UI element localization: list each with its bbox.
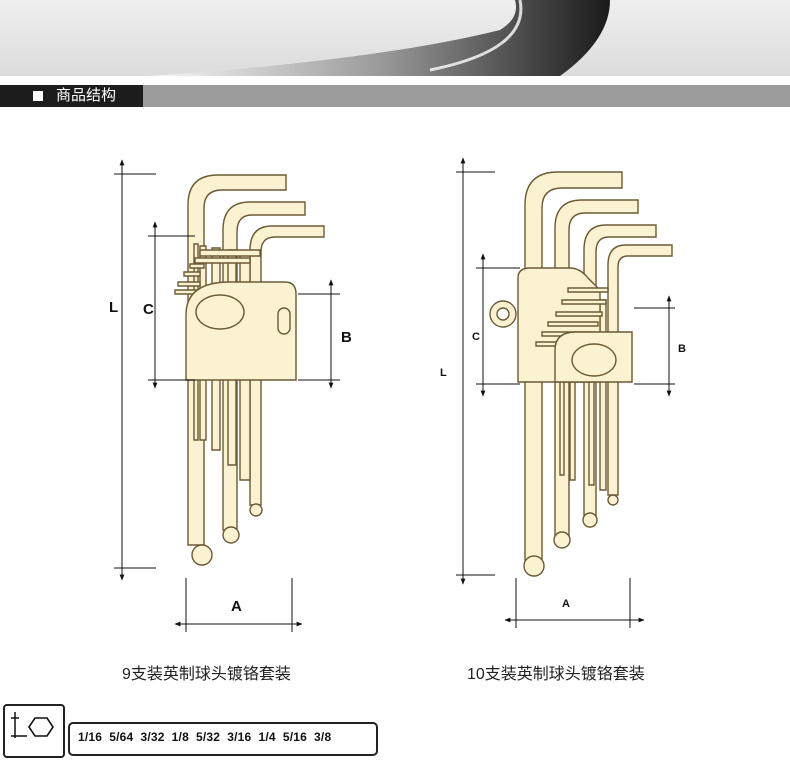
dim-label-B-right: B bbox=[678, 343, 686, 355]
right-caption: 10支装英制球头镀铬套装 bbox=[467, 666, 645, 683]
dim-label-A-right: A bbox=[562, 598, 570, 610]
left-caption: 9支装英制球头镀铬套装 bbox=[122, 666, 291, 683]
dim-label-L: L bbox=[109, 299, 118, 316]
dim-label-L-right: L bbox=[440, 367, 447, 379]
dim-label-C: C bbox=[143, 301, 154, 318]
right-hex-key-set bbox=[489, 171, 673, 577]
square-bullet-icon bbox=[33, 91, 43, 101]
dim-label-A: A bbox=[231, 598, 242, 615]
section-title: 商品结构 bbox=[56, 87, 117, 104]
dim-label-B: B bbox=[341, 329, 352, 346]
left-hex-key-set bbox=[174, 174, 325, 566]
size-list: 1/16 5/64 3/32 1/8 5/32 3/16 1/4 5/16 3/… bbox=[68, 722, 378, 756]
hero-image bbox=[0, 0, 790, 76]
hex-key-icon bbox=[3, 704, 65, 758]
size-list-text: 1/16 5/64 3/32 1/8 5/32 3/16 1/4 5/16 3/… bbox=[78, 730, 332, 744]
dim-label-C-right: C bbox=[472, 331, 480, 343]
section-tab: 商品结构 bbox=[0, 85, 143, 107]
section-header: 商品结构 bbox=[0, 85, 790, 107]
